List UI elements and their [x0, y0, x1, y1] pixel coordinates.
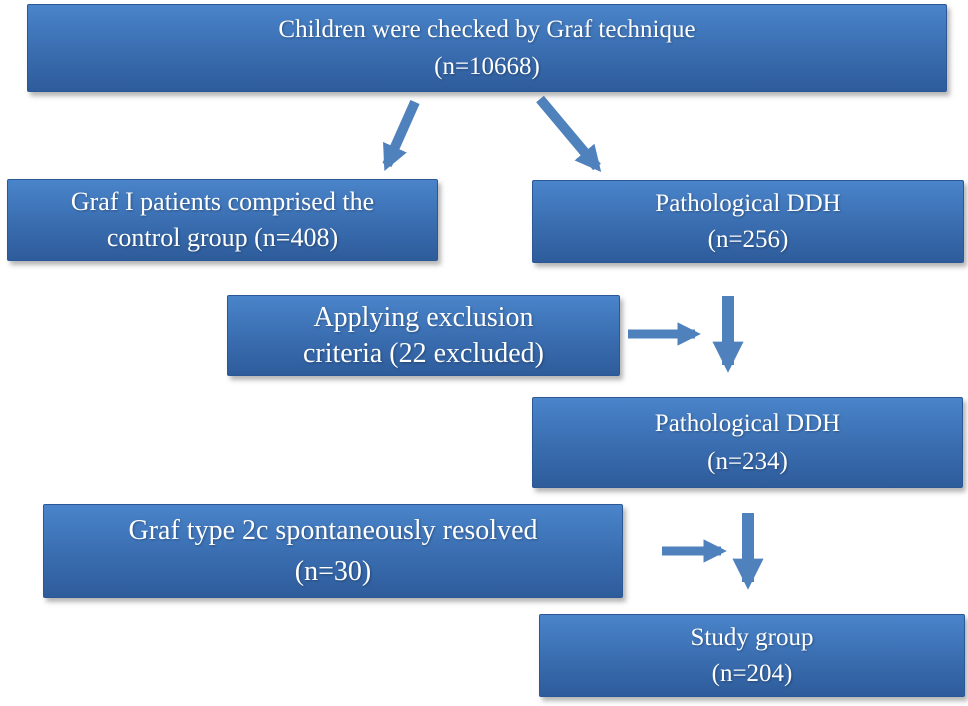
arrow-top-to-ddh256: [536, 95, 602, 172]
node-line-1: Children were checked by Graf technique: [278, 15, 696, 43]
node-line-2: control group (n=408): [106, 222, 339, 252]
node-line-1: Applying exclusion: [313, 301, 534, 333]
node-line-2: (n=256): [707, 225, 789, 253]
node-exclusion-criteria: Applying exclusion criteria (22 excluded…: [227, 295, 620, 376]
node-study-group: Study group (n=204): [539, 614, 965, 697]
node-pathological-ddh-256: Pathological DDH (n=256): [532, 180, 964, 263]
node-line-1: Pathological DDH: [654, 409, 841, 437]
node-control-group: Graf I patients comprised the control gr…: [7, 179, 438, 261]
arrow-top-to-control: [382, 99, 420, 171]
node-pathological-ddh-234: Pathological DDH (n=234): [532, 397, 963, 488]
node-children-checked: Children were checked by Graf technique …: [27, 4, 947, 92]
node-graf-2c-resolved: Graf type 2c spontaneously resolved (n=3…: [43, 504, 623, 598]
node-line-1: Pathological DDH: [655, 189, 841, 217]
node-line-1: Graf type 2c spontaneously resolved: [128, 515, 538, 546]
node-line-1: Study group: [690, 623, 814, 651]
node-line-1: Graf I patients comprised the: [70, 186, 375, 216]
node-line-2: (n=204): [711, 659, 793, 687]
node-line-2: criteria (22 excluded): [303, 338, 544, 370]
node-line-2: (n=30): [294, 556, 372, 587]
node-line-2: (n=10668): [434, 53, 540, 81]
node-line-2: (n=234): [707, 448, 788, 476]
